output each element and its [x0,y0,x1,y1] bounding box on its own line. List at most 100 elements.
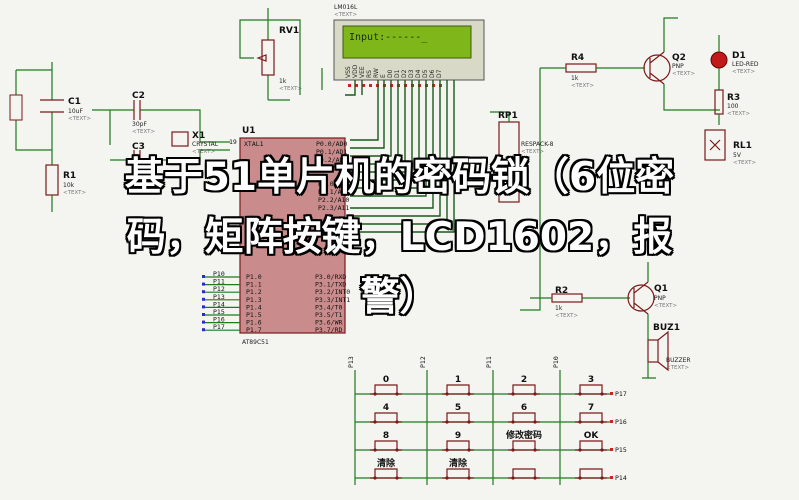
p1-stub-marker [202,282,205,286]
x1-value: CRYSTAL [192,141,219,148]
keypad-col-label: P10 [552,356,560,368]
keypad-key[interactable]: 清除 [442,457,474,480]
r3-ref: R3 [727,93,740,103]
r4-ref: R4 [571,53,584,63]
p1-net-label: P15 [213,308,225,316]
p1-net-label: P10 [213,270,225,278]
keypad-key[interactable] [508,468,540,480]
d1-led[interactable]: D1 LED-RED <TEXT> [710,35,759,90]
keypad-row-marker [610,476,613,479]
keypad-key[interactable]: 清除 [370,457,402,480]
mcu-pin-p3: P3.7/RD [315,326,342,334]
keypad-key[interactable]: 9 [442,431,474,452]
mcu-xtal-pin: 19 [229,138,237,146]
lcd-part-name: LM016L [334,4,358,11]
lcd-pin-marker [362,84,365,87]
p1-net-label: P14 [213,300,225,308]
buz1-buzzer[interactable]: BUZ1 BUZZER <TEXT> [642,323,691,379]
r2-resistor[interactable]: R2 1k <TEXT> [530,286,630,319]
r4-resistor[interactable]: R4 1k <TEXT> [540,53,645,89]
keypad-key-label: 5 [455,403,461,413]
mcu-pin-p3: P3.2/INT0 [315,288,350,296]
mcu-pin-p2: P2.2/A10 [318,196,349,204]
mcu-pin-p0: P0.3/AD3 [316,164,347,172]
mcu-pin-p1: P1.4 [246,303,262,311]
keypad-key[interactable] [575,468,607,480]
rv1-ref: RV1 [279,26,299,36]
mcu-part: AT89C51 [242,339,269,346]
mcu-pin-p3: P3.0/RXD [315,273,346,281]
lcd-pin-label: VSS [345,66,352,78]
rv1-potentiometer[interactable]: RV1 1k <TEXT> [239,8,302,100]
d1-ref: D1 [732,51,746,61]
keypad-row-label: P14 [615,474,627,482]
keypad-key[interactable]: 5 [442,403,474,424]
p1-stub-marker [202,328,205,332]
keypad-key[interactable]: 0 [370,375,402,396]
rl1-relay[interactable]: RL1 5V <TEXT> [704,129,756,166]
c1-capacitor[interactable]: C1 10uF <TEXT> [9,62,91,160]
c3-capacitor[interactable]: C3 [110,142,230,170]
lcd-screen [342,25,472,59]
lcd-pin-label: VEE [359,66,366,78]
keypad-key[interactable]: 2 [508,375,540,396]
r3-resistor[interactable]: R3 100 <TEXT> [714,89,750,125]
keypad-key[interactable]: 1 [442,375,474,396]
rl1-value: 5V [733,152,742,159]
keypad-key-label: 3 [588,375,594,385]
mcu-pin-p0: P0.1/AD1 [316,148,347,156]
p1-stub-marker [202,275,205,278]
r1-resistor[interactable]: R1 10k <TEXT> [45,160,86,212]
c2-capacitor[interactable]: C2 30pF <TEXT> [92,91,230,145]
mcu-xtal-label: XTAL1 [244,140,264,148]
lcd-pin-label: D6 [429,69,436,78]
lcd-pin-label: D3 [408,69,415,78]
q1-transistor[interactable]: Q1 PNP <TEXT> [627,262,677,340]
p1-net-label: P11 [213,278,225,286]
keypad-row-label: P17 [615,390,627,398]
q2-text-tag: <TEXT> [672,71,695,77]
p1-net-label: P16 [213,316,225,324]
keypad-row-marker [610,392,613,395]
p1-net-label: P17 [213,323,225,331]
lcd-pin-label: E [380,74,387,78]
q2-transistor[interactable]: Q2 PNP <TEXT> [643,17,720,111]
keypad-key[interactable]: 4 [370,403,402,424]
rl1-text-tag: <TEXT> [733,160,756,166]
p1-stub-marker [202,305,205,309]
keypad-key-label: 7 [588,403,594,413]
mcu-pin-p3: P3.5/T1 [315,311,342,319]
keypad-col-label: P11 [485,356,493,368]
p1-stub-marker [202,320,205,324]
lcd-pin-label: D0 [387,69,394,78]
c1-value: 10uF [68,108,83,115]
q2-ref: Q2 [672,53,686,63]
keypad-key[interactable]: OK [575,431,607,452]
lcd-pin-label: D5 [422,69,429,78]
c3-ref: C3 [132,142,145,152]
lcd-pin-label: RW [373,68,380,78]
mcu-pin-p1: P1.6 [246,319,262,327]
lcd-pin-label: VDD [352,64,359,78]
x1-crystal[interactable]: X1 CRYSTAL <TEXT> [171,131,219,155]
mcu-at89c51[interactable]: U1 AT89C51 XTAL1 19 P0.0/AD0P0.1/AD1P0.2… [229,126,350,346]
keypad-key[interactable]: 3 [575,375,607,396]
lcd-bus-wires [345,80,455,233]
rl1-ref: RL1 [733,141,752,151]
q1-text-tag: <TEXT> [654,303,677,309]
keypad-key[interactable]: 7 [575,403,607,424]
keypad-key[interactable]: 6 [508,403,540,424]
lcd-pin-label: D2 [401,69,408,78]
x1-text-tag: <TEXT> [192,149,215,155]
mcu-pin-p0: P0.2/AD2 [316,156,347,164]
keypad-key[interactable]: 修改密码 [505,429,542,452]
rp1-resistor-pack[interactable]: RP1 RESPACK-8 <TEXT> [490,111,554,203]
keypad-key[interactable]: 8 [370,431,402,452]
lcd-pin-marker [355,84,358,87]
lcd-pin-label: RS [366,70,373,78]
